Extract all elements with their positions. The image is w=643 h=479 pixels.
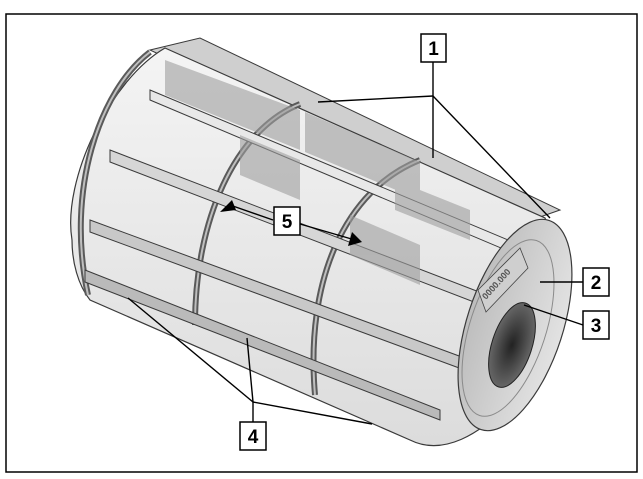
callout-5: 5	[273, 206, 301, 236]
callout-1: 1	[420, 33, 447, 63]
callout-4-label: 4	[248, 427, 259, 448]
callout-1-label: 1	[428, 39, 439, 60]
arrowheads	[220, 200, 362, 246]
callout-4: 4	[239, 421, 267, 451]
callout-3: 3	[582, 310, 610, 340]
callout-2: 2	[582, 267, 610, 297]
leader-lines	[127, 62, 584, 425]
callout-3-label: 3	[591, 316, 602, 337]
callout-5-label: 5	[282, 212, 293, 233]
callout-2-label: 2	[591, 273, 602, 294]
figure-frame	[5, 13, 638, 473]
hub-bore	[488, 302, 536, 388]
end-disc: 0000.000	[457, 218, 573, 432]
rotor-body: 0000.000	[70, 37, 573, 447]
